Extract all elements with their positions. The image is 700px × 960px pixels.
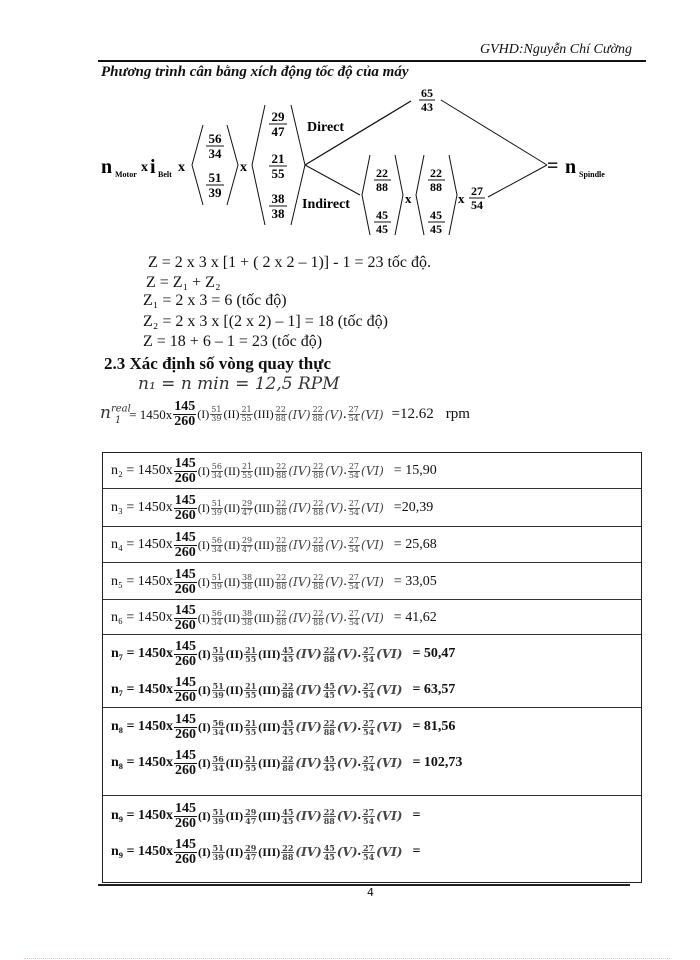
svg-text:x: x [178,160,185,175]
svg-text:45: 45 [430,208,442,222]
svg-text:27: 27 [471,184,483,198]
svg-text:55: 55 [272,166,286,181]
z-line-3: Z₁ = 2 x 3 = 6 (tốc độ) [143,292,287,309]
svg-text:Spindle: Spindle [579,170,605,179]
svg-text:21: 21 [272,151,285,166]
svg-text:88: 88 [430,180,442,194]
svg-text:38: 38 [272,191,286,206]
svg-text:Belt: Belt [158,170,172,179]
footer-rule [98,884,630,886]
svg-text:22: 22 [376,166,388,180]
svg-text:65: 65 [421,86,433,100]
svg-text:47: 47 [272,124,286,139]
direct-label: Direct [307,120,344,135]
header-rule [98,60,646,62]
svg-text:54: 54 [471,198,483,212]
svg-text:43: 43 [421,100,433,114]
svg-text:29: 29 [272,109,286,124]
svg-text:45: 45 [376,208,388,222]
n-motor: n [101,156,112,178]
subsection-title: 2.3 Xác định số vòng quay thực [104,354,332,373]
page-break-line [24,958,670,959]
page-number: 4 [367,886,374,899]
z-line-2: Z = Z₁ + Z₂ [146,274,221,291]
svg-text:x: x [141,160,148,175]
svg-text:56: 56 [209,131,223,146]
z-line-4: Z₂ = 2 x 3 x [(2 x 2) – 1] = 18 (tốc độ) [143,313,388,330]
svg-text:x: x [405,191,412,206]
svg-text:45: 45 [376,222,388,236]
n1-definition: n₁ = n min = 12,5 RPM [138,374,340,394]
svg-text:22: 22 [430,166,442,180]
svg-text:Motor: Motor [115,170,137,179]
svg-text:38: 38 [272,206,286,221]
svg-text:=: = [547,155,558,177]
svg-text:34: 34 [209,146,223,161]
section-title: Phương trình cân bằng xích động tốc độ c… [101,64,409,80]
svg-text:i: i [150,156,156,178]
svg-text:45: 45 [430,222,442,236]
z-line-1: Z = 2 x 3 x [1 + ( 2 x 2 – 1)] - 1 = 23 … [148,254,432,271]
svg-text:x: x [240,160,247,175]
header-instructor: GVHD:Nguyễn Chí Cường [480,42,632,57]
svg-text:51: 51 [209,170,222,185]
svg-text:88: 88 [376,180,388,194]
n-spindle: n [565,156,576,178]
indirect-label: Indirect [302,197,350,212]
svg-text:39: 39 [209,185,223,200]
svg-text:x: x [458,191,465,206]
z-line-5: Z = 18 + 6 – 1 = 23 (tốc độ) [143,333,323,350]
